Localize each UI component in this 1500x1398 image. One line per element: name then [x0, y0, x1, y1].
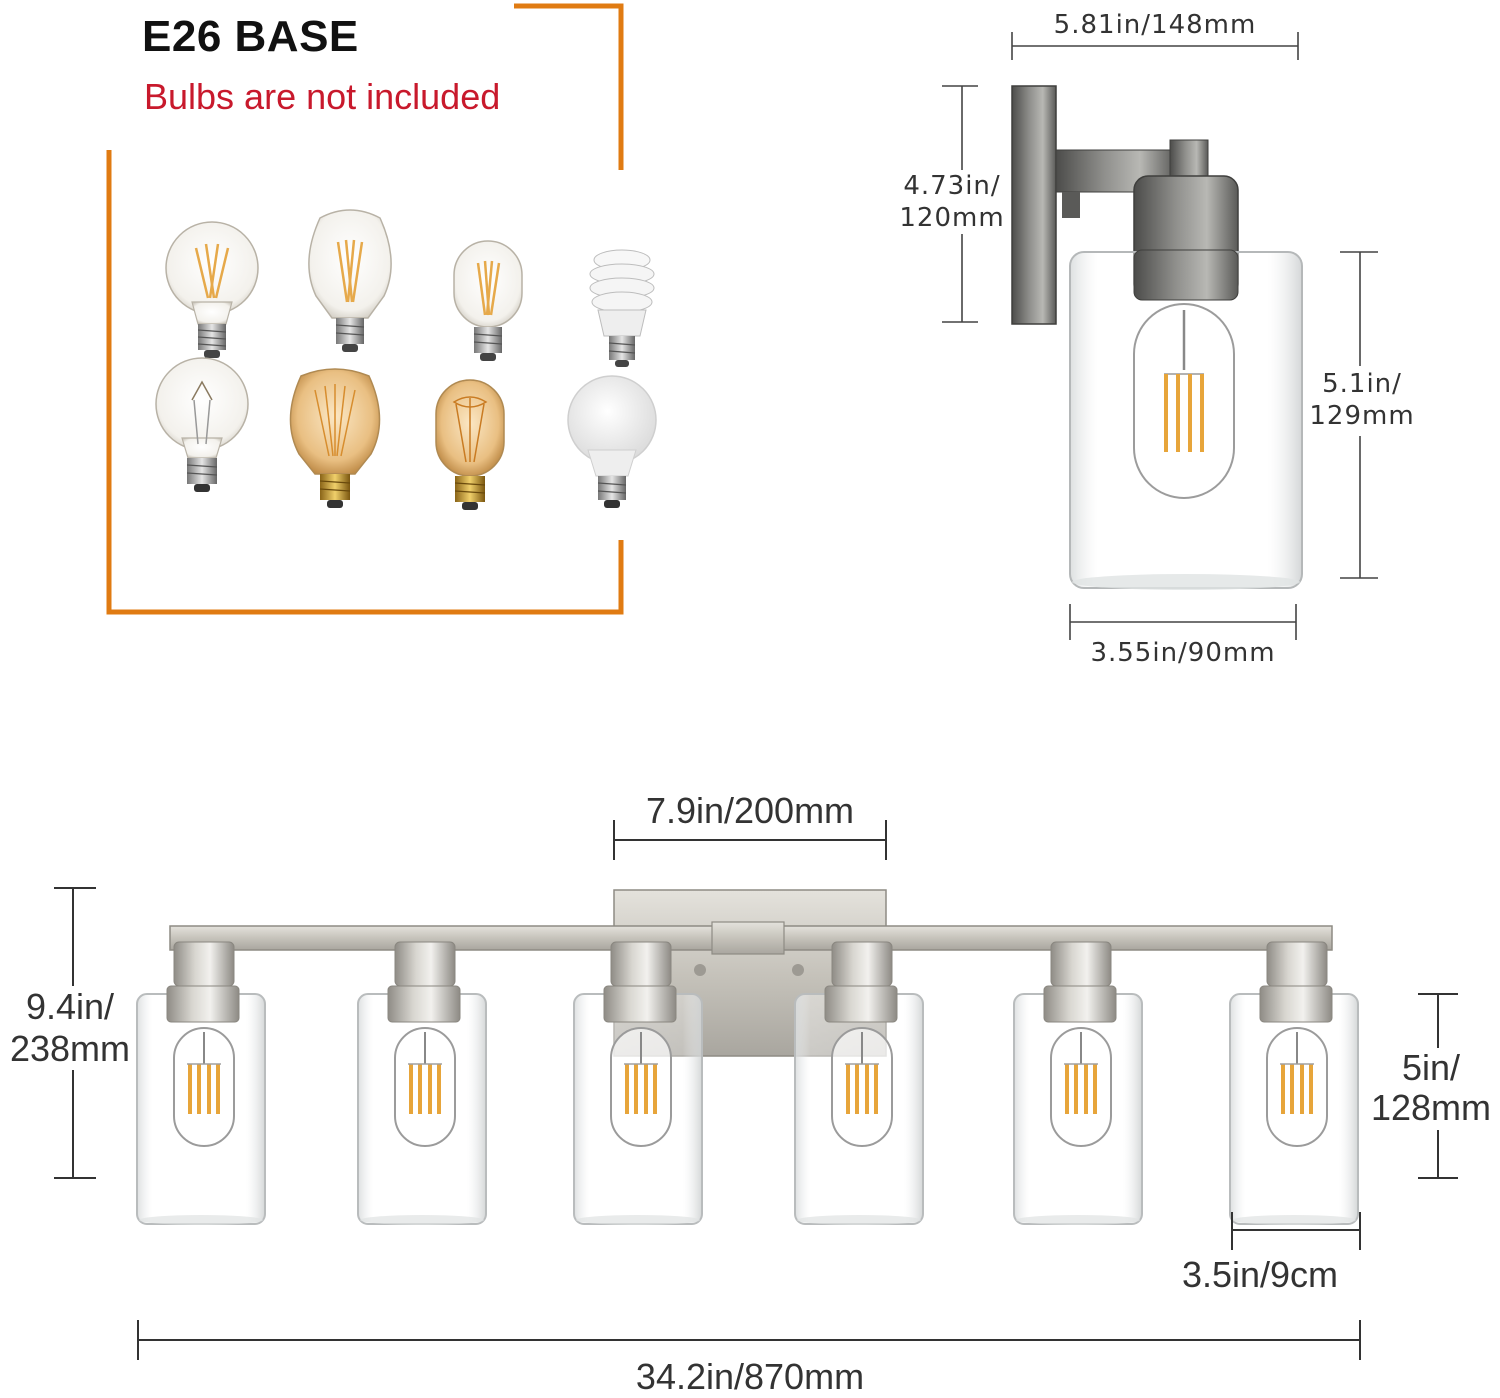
st64-filament-bulb-icon: [308, 209, 392, 352]
vanity-backplate-width-label: 7.9in/200mm: [645, 790, 855, 831]
vanity-total-height-label: 9.4in/ 238mm: [0, 986, 140, 1070]
sconce-shade-height-label: 5.1in/ 129mm: [1304, 368, 1420, 432]
backplate-height-label-line2: 120mm: [899, 203, 1005, 233]
backplate-height-label-line1: 4.73in/: [903, 171, 1001, 201]
a19-incandescent-bulb-icon: [155, 357, 249, 492]
vanity-total-height-label-line1: 9.4in/: [25, 986, 115, 1027]
cfl-spiral-bulb-icon: [589, 249, 655, 367]
accent-frame: [106, 3, 624, 615]
single-sconce-side-view: [1011, 85, 1303, 590]
vanity-shade-width-label: 3.5in/9cm: [1181, 1254, 1339, 1295]
vanity-shade-height-label-line2: 128mm: [1370, 1087, 1492, 1128]
sconce-shade-height-label-line1: 5.1in/: [1322, 369, 1402, 399]
compatible-bulbs-grid: [155, 209, 657, 510]
a19-filament-bulb-icon: [164, 220, 260, 360]
single-fixture-dimension-lines: [942, 32, 1378, 640]
base-type-title: E26 BASE: [142, 12, 359, 61]
sconce-shade-height-label-line2: 129mm: [1309, 401, 1415, 431]
vanity-shade-height-label: 5in/ 128mm: [1362, 1048, 1500, 1128]
vanity-dimension-lines: [54, 820, 1458, 1360]
six-light-vanity-fixture: [135, 889, 1360, 1227]
backplate-height-label: 4.73in/ 120mm: [894, 170, 1010, 234]
sconce-width-label: 5.81in/148mm: [1053, 10, 1257, 40]
vanity-total-height-label-line2: 238mm: [9, 1028, 131, 1069]
st64-vintage-bulb-icon: [289, 368, 381, 508]
t14-filament-bulb-icon: [453, 240, 523, 361]
led-frosted-bulb-icon: [567, 375, 657, 508]
bulbs-not-included-note: Bulbs are not included: [144, 76, 501, 117]
t14-vintage-bulb-icon: [435, 379, 505, 510]
vanity-shade-height-label-line1: 5in/: [1401, 1047, 1461, 1088]
vanity-total-width-label: 34.2in/870mm: [635, 1356, 865, 1397]
sconce-shade-width-label: 3.55in/90mm: [1090, 638, 1276, 668]
